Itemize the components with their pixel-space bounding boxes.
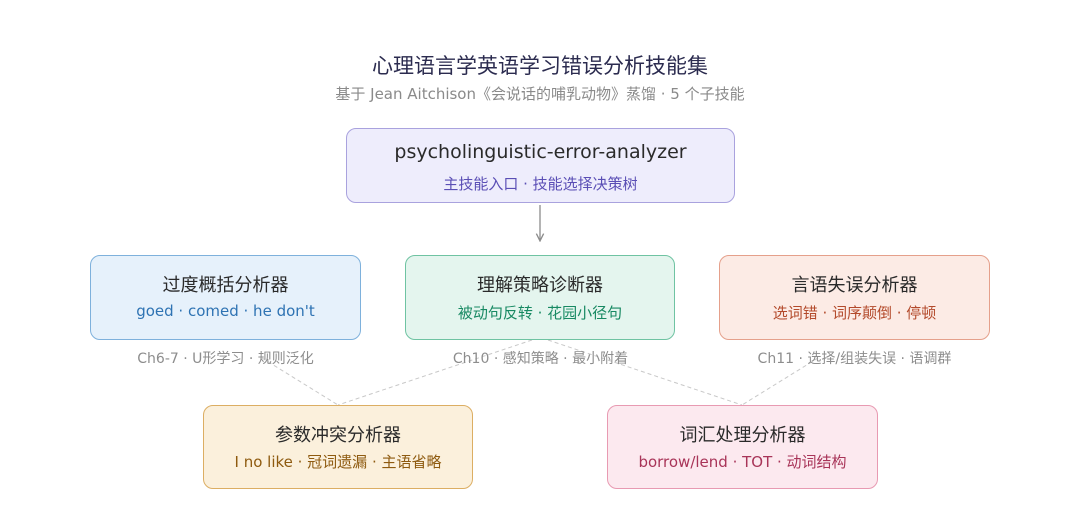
root-skill-desc: 主技能入口 · 技能选择决策树 (443, 175, 638, 193)
dashed-link-overgeneralization-parameter (261, 357, 339, 406)
lexical-name: 词汇处理分析器 (679, 425, 806, 446)
diagram-subtitle: 基于 Jean Aitchison《会说话的哺乳动物》蒸馏 · 5 个子技能 (335, 85, 745, 103)
dashed-link-comprehension-parameter (337, 339, 533, 406)
overgeneralization-name: 过度概括分析器 (162, 275, 289, 296)
lexical-node: 词汇处理分析器 borrow/lend · TOT · 动词结构 (607, 405, 878, 489)
comprehension-chapters: Ch10 · 感知策略 · 最小附着 (452, 351, 629, 367)
lexical-examples: borrow/lend · TOT · 动词结构 (638, 453, 847, 471)
comprehension-node: 理解策略诊断器 被动句反转 · 花园小径句 (405, 255, 675, 340)
comprehension-examples: 被动句反转 · 花园小径句 (457, 304, 623, 322)
overgeneralization-node: 过度概括分析器 goed · comed · he don't (90, 255, 361, 340)
diagram-title: 心理语言学英语学习错误分析技能集 (372, 54, 708, 78)
parameter-name: 参数冲突分析器 (275, 425, 401, 446)
root-skill-name: psycholinguistic-error-analyzer (394, 141, 687, 163)
comprehension-name: 理解策略诊断器 (477, 275, 603, 296)
slip-name: 言语失误分析器 (791, 275, 918, 296)
slip-examples: 选词错 · 词序颠倒 · 停顿 (772, 304, 937, 322)
parameter-node: 参数冲突分析器 I no like · 冠词遗漏 · 主语省略 (203, 405, 473, 489)
dashed-link-comprehension-lexical (547, 339, 743, 406)
overgeneralization-chapters: Ch6-7 · U形学习 · 规则泛化 (137, 351, 314, 367)
slip-chapters: Ch11 · 选择/组装失误 · 语调群 (757, 351, 952, 367)
parameter-examples: I no like · 冠词遗漏 · 主语省略 (234, 453, 442, 471)
slip-node: 言语失误分析器 选词错 · 词序颠倒 · 停顿 (719, 255, 990, 340)
root-skill-node: psycholinguistic-error-analyzer 主技能入口 · … (346, 128, 735, 203)
overgeneralization-examples: goed · comed · he don't (136, 302, 315, 320)
dashed-link-slip-lexical (741, 357, 819, 406)
